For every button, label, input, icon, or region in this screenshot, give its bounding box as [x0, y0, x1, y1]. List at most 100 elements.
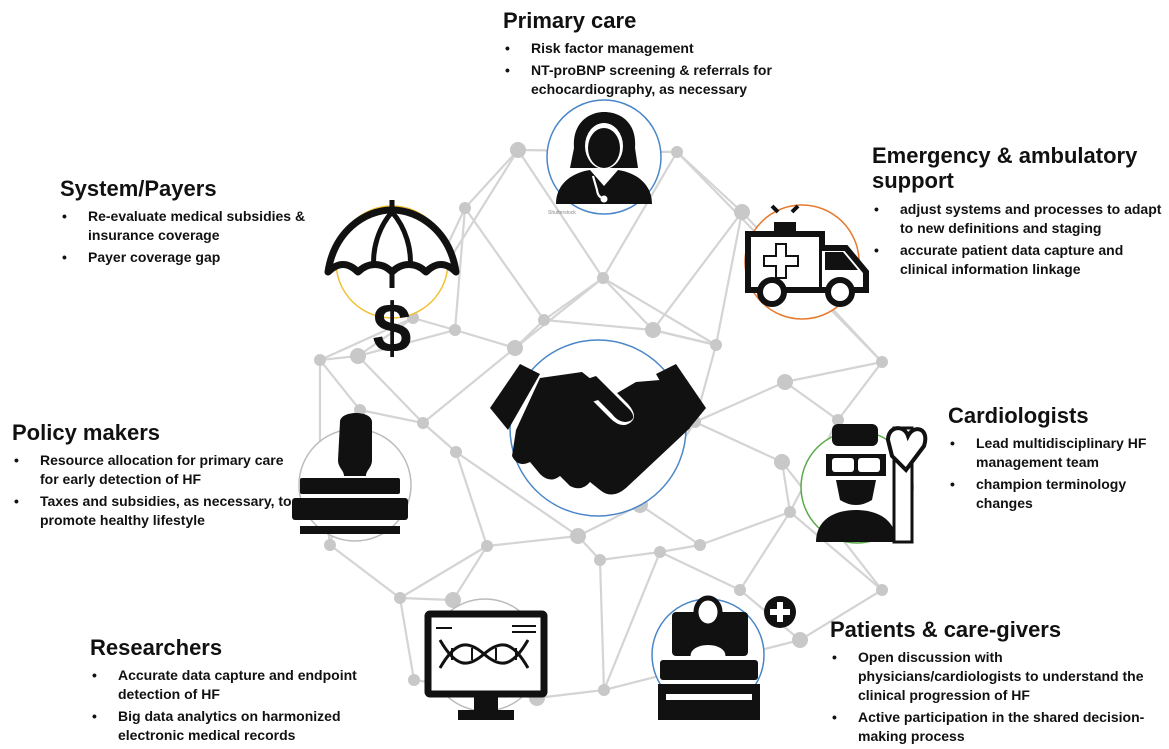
researchers-bullet: Big data analytics on harmonized electro… [90, 707, 390, 745]
network-node [654, 546, 666, 558]
policy-block: Policy makers Resource allocation for pr… [12, 420, 304, 533]
payers-bullet: Payer coverage gap [60, 248, 332, 267]
network-node [734, 204, 750, 220]
primary-care-block: Primary care Risk factor management NT-p… [503, 8, 803, 102]
network-node [876, 584, 888, 596]
cardiologists-bullet: champion terminology changes [948, 475, 1158, 513]
network-node [710, 339, 722, 351]
network-node [832, 414, 844, 426]
cardiologist-icon [816, 424, 928, 544]
network-node [314, 354, 326, 366]
policy-bullet: Taxes and subsidies, as necessary, to pr… [12, 492, 304, 530]
network-link [454, 328, 516, 350]
network-link [659, 543, 701, 554]
primary-care-title: Primary care [503, 8, 637, 33]
network-node [354, 404, 366, 416]
network-node [570, 528, 586, 544]
network-link [453, 207, 467, 331]
network-node [450, 446, 462, 458]
network-link [602, 277, 717, 346]
emergency-bullet: adjust systems and processes to adapt to… [872, 200, 1164, 238]
cardiologists-bullet: Lead multidisciplinary HF management tea… [948, 434, 1158, 472]
cardiologists-block: Cardiologists Lead multidisciplinary HF … [948, 403, 1158, 516]
network-link [694, 421, 783, 463]
emergency-block: Emergency & ambulatory support adjust sy… [872, 143, 1164, 282]
network-link [319, 316, 414, 362]
network-node [876, 356, 888, 368]
researchers-title: Researchers [90, 635, 223, 660]
network-link [452, 545, 488, 601]
network-link [659, 551, 741, 591]
payers-bullet: Re-evaluate medical subsidies & insuranc… [60, 207, 332, 245]
researchers-bullet: Accurate data capture and endpoint detec… [90, 666, 390, 704]
network-node [645, 322, 661, 338]
network-link [455, 451, 579, 537]
network-link [784, 381, 839, 421]
dna-monitor-icon [424, 610, 548, 720]
patients-bullet: Open discussion with physicians/cardiolo… [830, 648, 1150, 705]
network-node [408, 674, 420, 686]
emergency-title: Emergency & ambulatory support [872, 143, 1138, 194]
policy-bullet: Resource allocation for primary care for… [12, 451, 304, 489]
network-node [350, 348, 366, 364]
network-node [598, 684, 610, 696]
handshake-icon [490, 364, 706, 495]
network-node [594, 554, 606, 566]
network-link [464, 207, 545, 321]
network-link [602, 551, 662, 691]
network-node [394, 592, 406, 604]
network-node [445, 592, 461, 608]
patients-title: Patients & care-givers [830, 617, 1062, 642]
network-link [639, 504, 701, 546]
network-link [543, 318, 654, 332]
patients-bullet: Active participation in the shared decis… [830, 708, 1150, 746]
network-link [359, 408, 424, 425]
network-link [602, 277, 654, 331]
network-node [510, 142, 526, 158]
network-node [449, 324, 461, 336]
cardiologists-title: Cardiologists [948, 403, 1089, 428]
network-node [481, 540, 493, 552]
network-node [777, 374, 793, 390]
network-link [599, 550, 661, 562]
doctor-icon [556, 112, 652, 204]
network-link [602, 151, 678, 279]
network-link [837, 361, 883, 421]
network-node [671, 146, 683, 158]
network-link [464, 149, 519, 209]
network-link [799, 589, 883, 641]
network-link [789, 511, 883, 591]
network-node [734, 584, 746, 596]
network-link [357, 317, 414, 357]
network-node [459, 202, 471, 214]
network-link [714, 211, 744, 346]
network-link [598, 559, 606, 691]
stamp-icon [292, 413, 408, 534]
network-link [412, 316, 456, 332]
ambulance-icon [745, 204, 869, 307]
network-link [699, 510, 791, 547]
network-node [774, 454, 790, 470]
network-link [486, 534, 579, 548]
svg-text:$: $ [373, 289, 412, 367]
policy-title: Policy makers [12, 420, 160, 445]
network-link [319, 359, 361, 411]
network-link [694, 380, 786, 424]
network-link [399, 596, 454, 602]
network-node [784, 506, 796, 518]
network-link [652, 211, 743, 331]
primary-care-bullet: Risk factor management [503, 39, 803, 58]
network-link [422, 422, 457, 453]
network-node [694, 539, 706, 551]
network-node [538, 314, 550, 326]
umbrella-dollar-icon: $ [324, 200, 460, 367]
image-credit-caption: Shutterstock [548, 210, 576, 216]
network-link [398, 597, 416, 681]
network-link [652, 328, 717, 347]
researchers-block: Researchers Accurate data capture and en… [90, 635, 390, 748]
network-link [357, 355, 424, 424]
network-link [536, 688, 605, 700]
network-node [507, 340, 523, 356]
network-node [324, 539, 336, 551]
